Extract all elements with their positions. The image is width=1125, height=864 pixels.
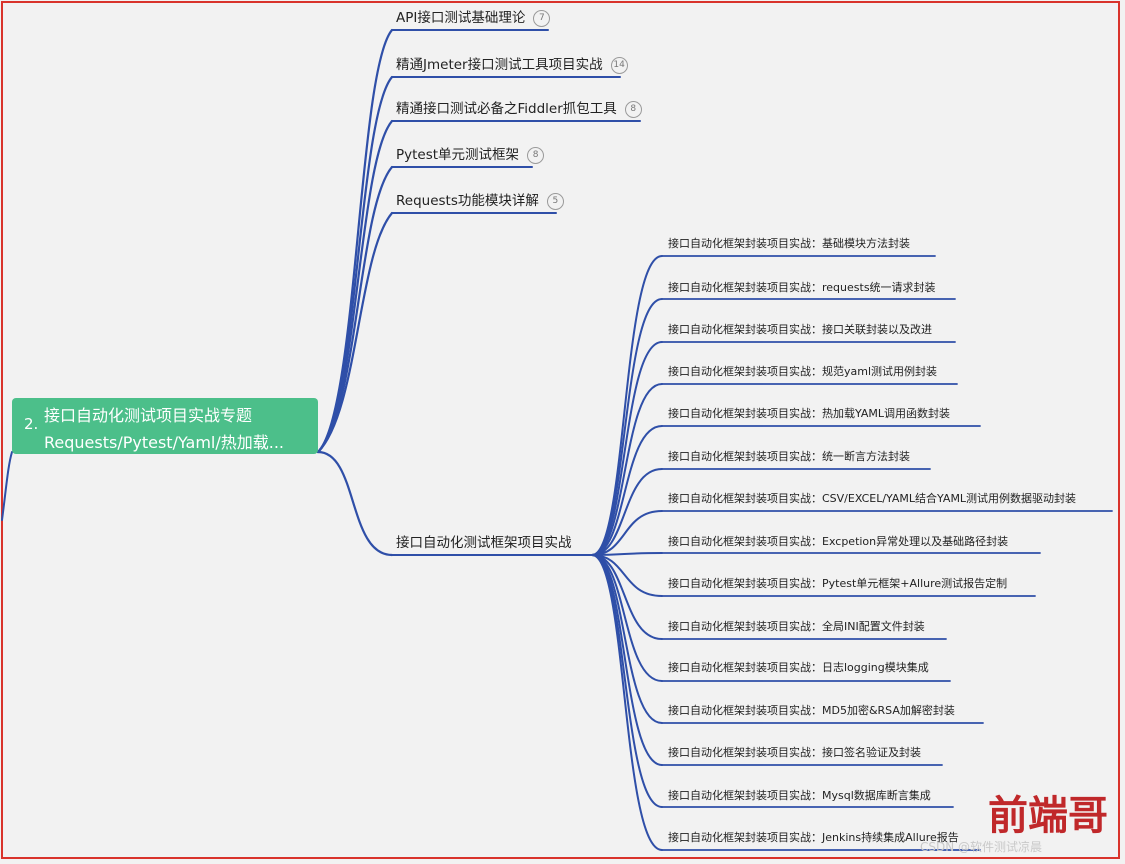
topic-label: 精通接口测试必备之Fiddler抓包工具 xyxy=(396,101,617,117)
subtopic-item[interactable]: 接口自动化框架封装项目实战：全局INI配置文件封装 xyxy=(668,620,925,633)
topic-label: 接口自动化测试框架项目实战 xyxy=(396,535,572,551)
root-topic-title: 接口自动化测试项目实战专题 xyxy=(44,406,253,425)
topic-link xyxy=(316,211,394,454)
topic-label: API接口测试基础理论 xyxy=(396,10,526,26)
root-topic[interactable]: 2. 接口自动化测试项目实战专题 Requests/Pytest/Yaml/热加… xyxy=(12,398,318,454)
subtopic-item[interactable]: 接口自动化框架封装项目实战：Mysql数据库断言集成 xyxy=(668,789,931,802)
topic-label: 精通Jmeter接口测试工具项目实战 xyxy=(396,57,603,73)
subtopic-item[interactable]: 接口自动化框架封装项目实战：基础模块方法封装 xyxy=(668,237,910,250)
subtopic-item[interactable]: 接口自动化框架封装项目实战：MD5加密&RSA加解密封装 xyxy=(668,704,955,717)
topic-count-badge: 8 xyxy=(624,101,642,118)
subtopic-link xyxy=(591,468,663,556)
topic-label: Pytest单元测试框架 xyxy=(396,147,520,163)
subtopic-link xyxy=(591,341,663,556)
subtopic-link xyxy=(591,383,663,556)
topic-api-basics[interactable]: API接口测试基础理论 7 xyxy=(396,9,551,27)
topic-requests[interactable]: Requests功能模块详解 5 xyxy=(396,192,564,210)
subtopic-link xyxy=(591,554,663,724)
subtopic-link xyxy=(591,554,663,682)
subtopic-link xyxy=(591,554,663,851)
subtopic-item[interactable]: 接口自动化框架封装项目实战：接口签名验证及封装 xyxy=(668,746,921,759)
topic-count-badge: 7 xyxy=(533,10,551,27)
root-topic-number: 2. xyxy=(24,415,39,433)
subtopic-link xyxy=(591,554,663,808)
subtopic-item[interactable]: 接口自动化框架封装项目实战：统一断言方法封装 xyxy=(668,450,910,463)
watermark-seal: 前端哥 xyxy=(988,792,1108,839)
topic-count-badge: 5 xyxy=(546,193,564,210)
subtopic-item[interactable]: 接口自动化框架封装项目实战：requests统一请求封装 xyxy=(668,281,936,294)
subtopic-item[interactable]: 接口自动化框架封装项目实战：规范yaml测试用例封装 xyxy=(668,365,938,378)
topic-jmeter[interactable]: 精通Jmeter接口测试工具项目实战 14 xyxy=(396,56,628,74)
subtopic-link xyxy=(591,298,663,556)
topic-count-badge: 8 xyxy=(527,147,545,164)
subtopic-item[interactable]: 接口自动化框架封装项目实战：日志logging模块集成 xyxy=(668,661,929,674)
topic-pytest[interactable]: Pytest单元测试框架 8 xyxy=(396,146,545,164)
subtopic-item[interactable]: 接口自动化框架封装项目实战：接口关联封装以及改进 xyxy=(668,323,932,336)
topic-fiddler[interactable]: 精通接口测试必备之Fiddler抓包工具 8 xyxy=(396,100,642,118)
topic-count-badge: 14 xyxy=(610,57,628,74)
subtopic-item[interactable]: 接口自动化框架封装项目实战：Pytest单元框架+Allure测试报告定制 xyxy=(668,577,1008,590)
subtopic-item[interactable]: 接口自动化框架封装项目实战：Excpetion异常处理以及基础路径封装 xyxy=(668,535,1009,548)
subtopic-link xyxy=(591,425,663,556)
subtopic-link xyxy=(591,554,663,766)
subtopic-link xyxy=(591,552,663,556)
topic-link xyxy=(316,450,394,557)
subtopic-item[interactable]: 接口自动化框架封装项目实战：Jenkins持续集成Allure报告 xyxy=(668,831,959,844)
topic-link xyxy=(316,28,394,454)
topic-framework[interactable]: 接口自动化测试框架项目实战 xyxy=(396,534,572,552)
subtopic-item[interactable]: 接口自动化框架封装项目实战：CSV/EXCEL/YAML结合YAML测试用例数据… xyxy=(668,492,1077,505)
root-topic-subtitle: Requests/Pytest/Yaml/热加载... xyxy=(44,433,285,452)
subtopic-item[interactable]: 接口自动化框架封装项目实战：热加载YAML调用函数封装 xyxy=(668,407,951,420)
topic-label: Requests功能模块详解 xyxy=(396,193,539,209)
subtopic-link xyxy=(591,554,663,597)
watermark-csdn: CSDN @软件测试凉晨 xyxy=(920,840,1043,854)
root-incoming-link xyxy=(1,451,13,521)
subtopic-link xyxy=(591,510,663,556)
